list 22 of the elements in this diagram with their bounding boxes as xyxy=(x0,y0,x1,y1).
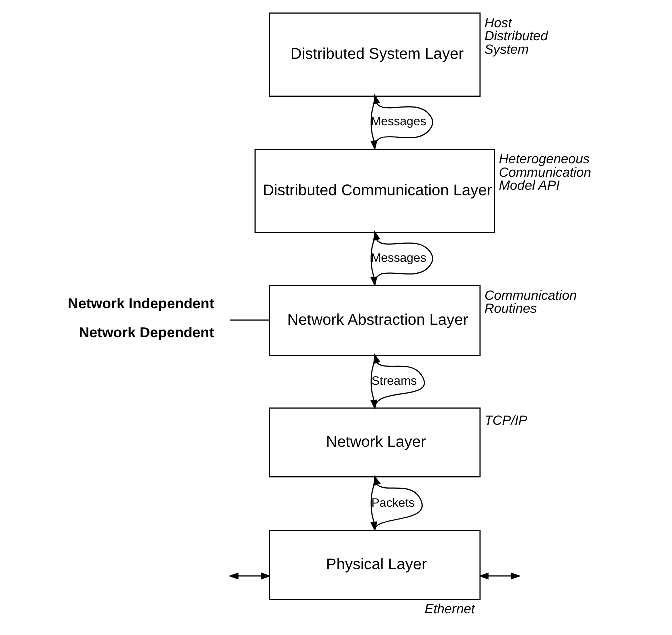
edge-label: Messages xyxy=(370,114,426,129)
node-label: Ethernet xyxy=(424,601,475,616)
node-box: Network Layer xyxy=(268,408,480,478)
arrow xyxy=(374,475,422,530)
node-label: Communication Routines xyxy=(484,288,576,316)
arrow xyxy=(373,94,433,150)
edge-label: Messages xyxy=(370,250,426,265)
edge-label: Streams xyxy=(371,374,417,388)
node-box: Distributed Communication Layer xyxy=(254,149,495,234)
edge-label: Packets xyxy=(371,496,414,510)
node-label: Heterogeneous Communication Model API xyxy=(498,152,591,194)
node-box: Network Abstraction Layer xyxy=(268,285,480,356)
node-label: Host Distributed System xyxy=(484,15,548,57)
arrow xyxy=(373,230,433,286)
node-box: Distributed System Layer xyxy=(268,12,480,97)
arrow xyxy=(478,572,521,580)
label: Network Dependent xyxy=(78,325,214,342)
arrow xyxy=(228,572,271,580)
label: Network Independent xyxy=(68,296,214,313)
node-box: Physical Layer xyxy=(268,530,480,600)
arrow xyxy=(374,354,424,408)
node-label: TCP/IP xyxy=(484,413,528,428)
